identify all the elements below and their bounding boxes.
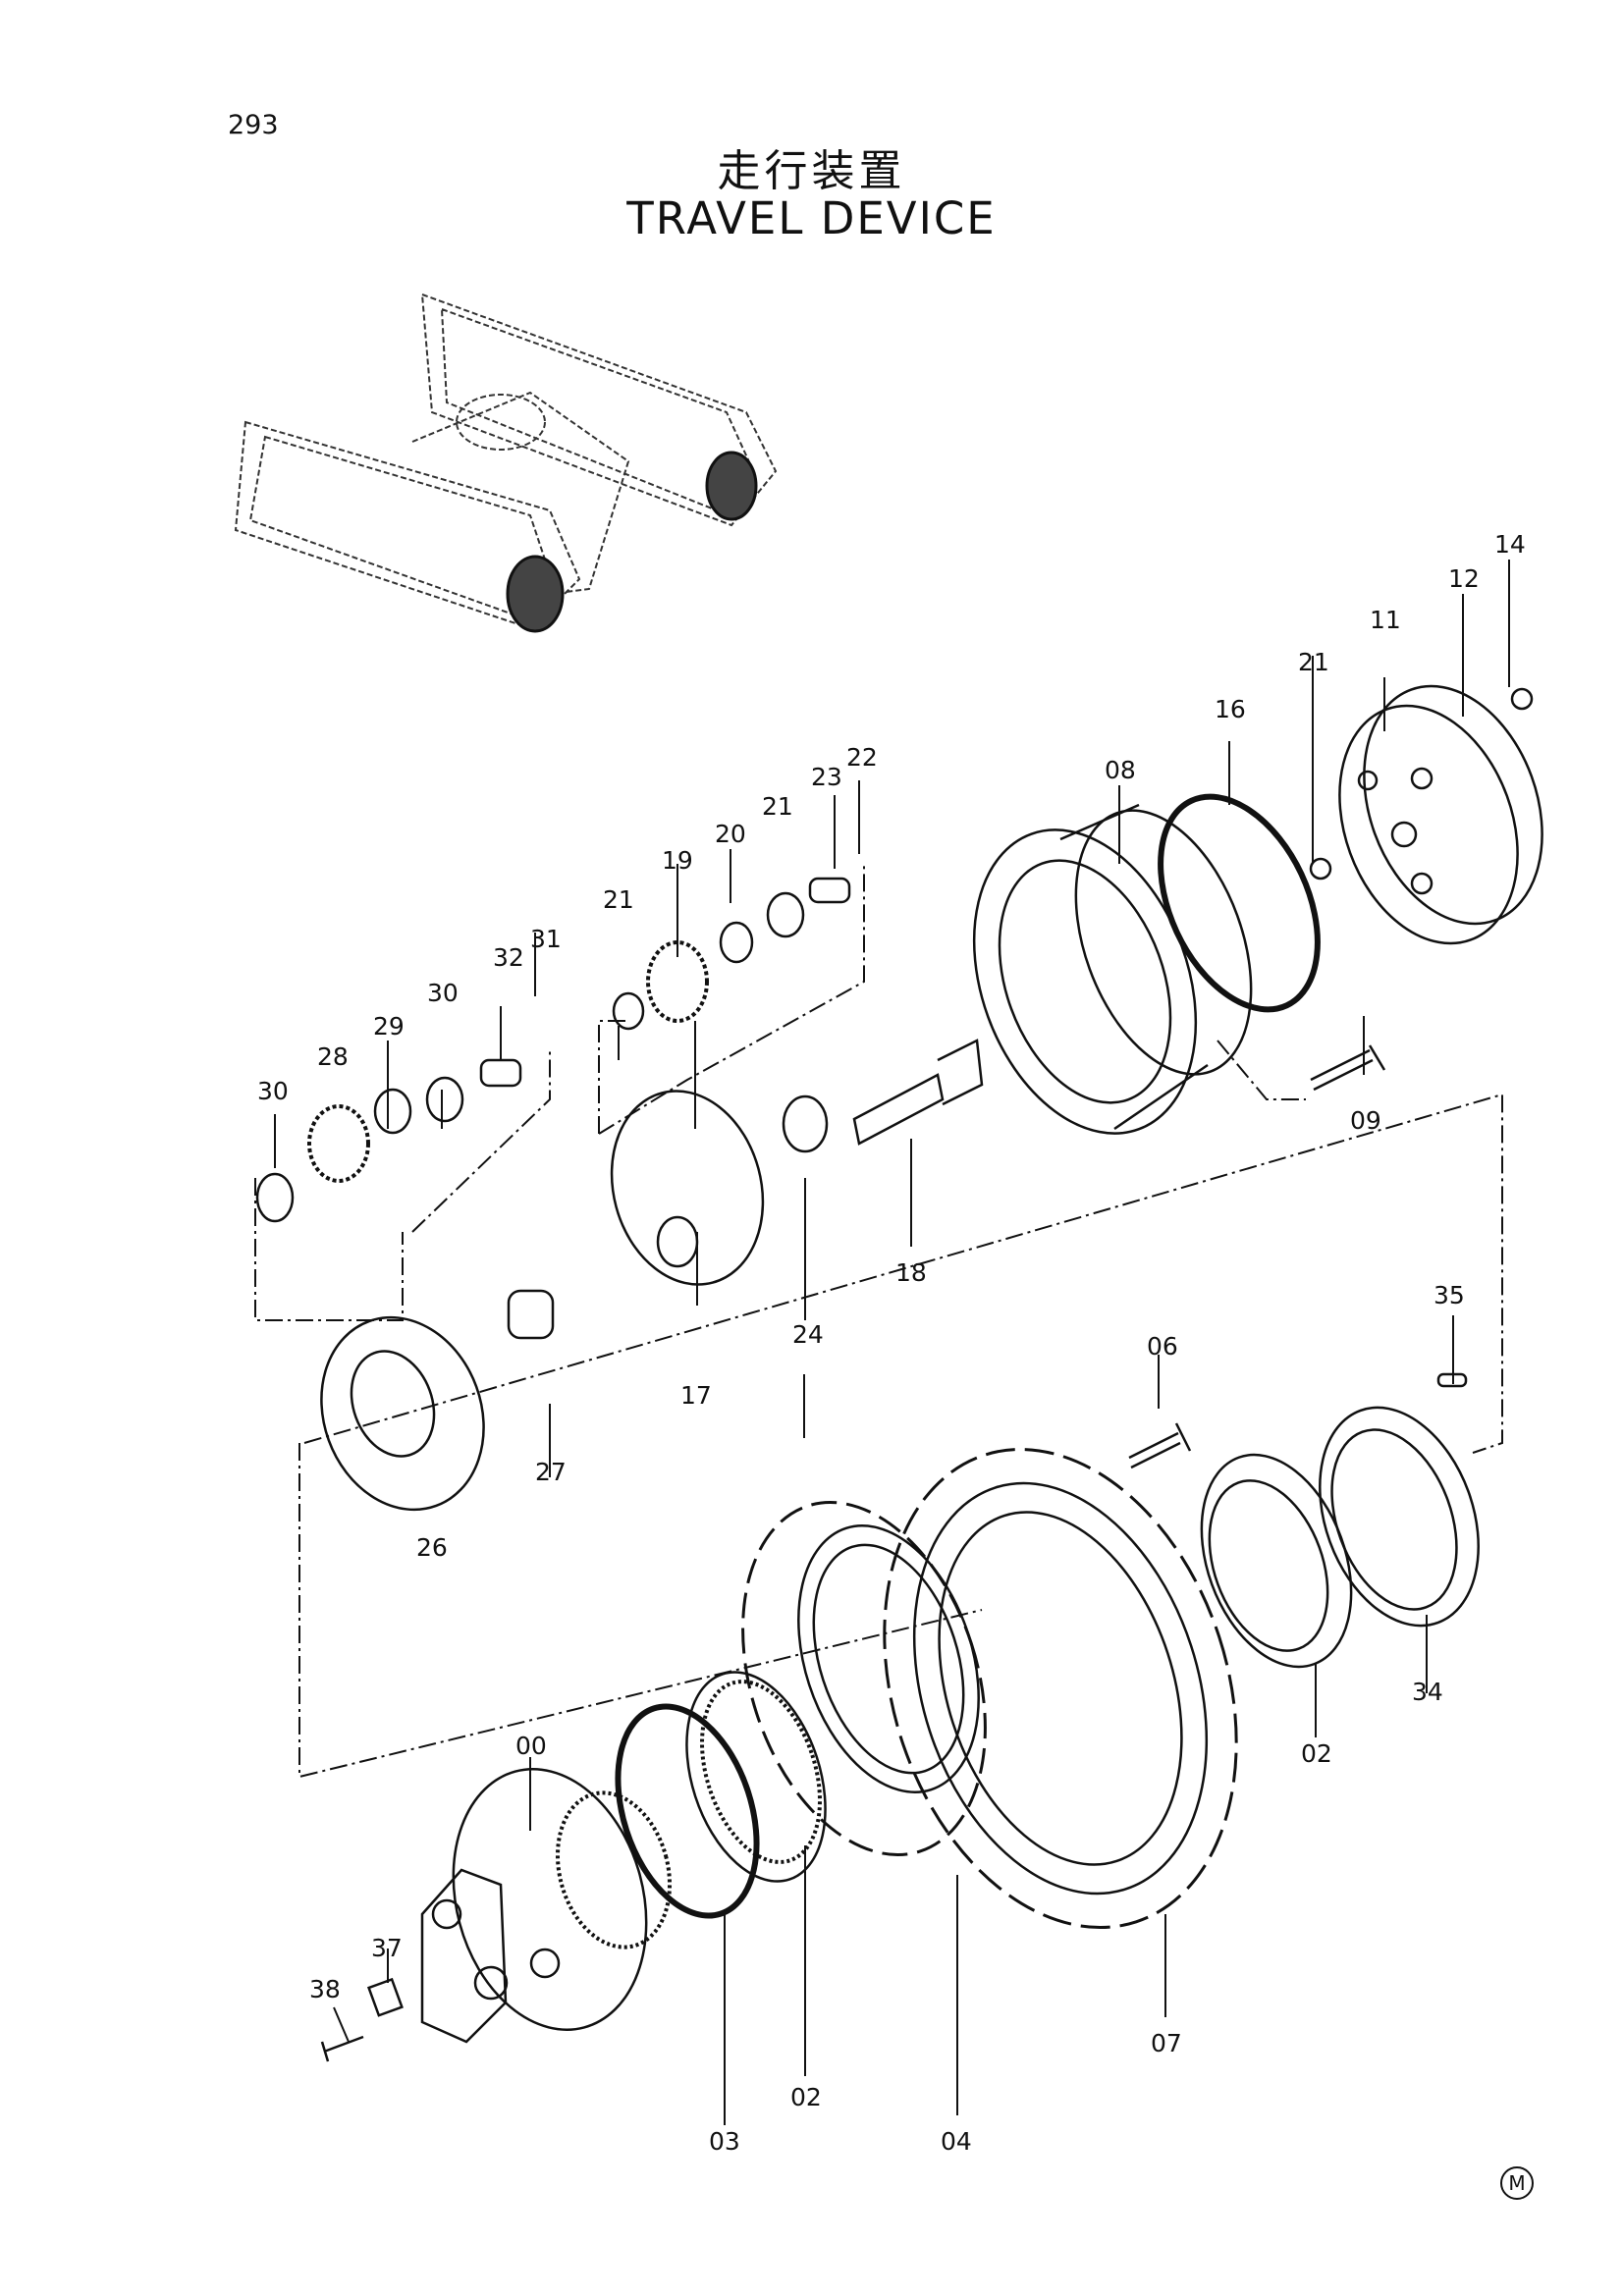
label-02-right: 02 [1301,1739,1332,1768]
label-11: 11 [1370,606,1401,634]
assembly-guide-lines [254,864,1503,1779]
part-14-plug [1510,687,1534,711]
part-15-plug [1309,857,1332,881]
part-00-travel-motor [420,1768,673,2044]
label-03: 03 [709,2127,740,2156]
leader-lines [274,560,1510,2125]
label-17: 17 [680,1381,712,1410]
part-21-washer [612,991,645,1031]
label-06: 06 [1147,1332,1178,1361]
label-19: 19 [662,846,693,875]
part-19-gear [646,940,709,1023]
part-03-seal [615,1703,760,1919]
label-00: 00 [515,1732,547,1760]
title-japanese: 走行装置 [717,146,906,196]
part-35-pin [1436,1372,1468,1388]
part-31-pin [479,1058,522,1088]
part-30-washer [425,1076,464,1123]
part-09-bolt [1310,1044,1386,1092]
part-27-sun-gear [507,1289,555,1340]
part-number-labels: 14 12 11 21 16 08 22 23 21 20 19 21 32 3… [257,530,1526,2156]
undercarriage-sketch [234,293,778,630]
part-11-12-cover [1338,684,1543,945]
part-22-pin [808,877,851,904]
label-30: 30 [427,979,459,1007]
label-04: 04 [941,2127,972,2156]
label-18: 18 [895,1258,927,1287]
label-08: 08 [1105,756,1136,784]
label-20: 20 [715,820,746,848]
corner-mark: M [1500,2166,1534,2200]
part-38-screw [320,2035,364,2062]
label-22: 22 [846,743,878,772]
part-04-hub [741,1501,987,1856]
label-34: 34 [1412,1678,1443,1706]
label-35: 35 [1434,1281,1465,1309]
part-17-carrier [610,1090,765,1286]
label-24: 24 [792,1320,824,1349]
part-16-o-ring [1158,793,1321,1013]
part-37-plate [366,1977,404,2017]
label-38: 38 [309,1975,341,2003]
part-02-bearing [685,1671,827,1883]
label-14: 14 [1494,530,1526,559]
page-number: 293 [228,110,279,140]
label-28: 28 [317,1042,349,1071]
label-29: 29 [373,1012,405,1041]
label-15: 21 [1298,648,1329,676]
part-26-carrier [320,1315,485,1512]
part-20-bearing [719,921,754,964]
sprocket-sketches [506,451,758,633]
part-24-washer [782,1095,829,1153]
part-07-sprocket [883,1448,1238,1929]
part-29-bearing [373,1088,412,1135]
label-37: 37 [371,1934,403,1962]
title-english: TRAVEL DEVICE [626,192,997,244]
part-34-plate [1319,1406,1480,1628]
part-06-bolt [1128,1422,1192,1469]
label-23: 23 [811,763,842,791]
label-31: 31 [530,925,562,953]
label-12: 12 [1448,564,1480,593]
part-02-bearing-right [1200,1453,1353,1669]
label-02-bottom: 02 [790,2083,822,2111]
label-21-left: 21 [603,885,634,914]
part-08-housing [972,803,1253,1135]
label-09: 09 [1350,1106,1381,1135]
part-28-gear [307,1104,370,1183]
label-32: 32 [493,943,524,972]
label-21: 21 [762,792,793,821]
label-30-left: 30 [257,1077,289,1105]
part-21-washer [766,891,805,938]
label-07: 07 [1151,2029,1182,2057]
label-16: 16 [1215,695,1246,723]
label-27: 27 [535,1458,567,1486]
label-26: 26 [416,1533,448,1562]
part-30-washer [255,1172,295,1223]
part-18-shaft [852,1039,984,1146]
